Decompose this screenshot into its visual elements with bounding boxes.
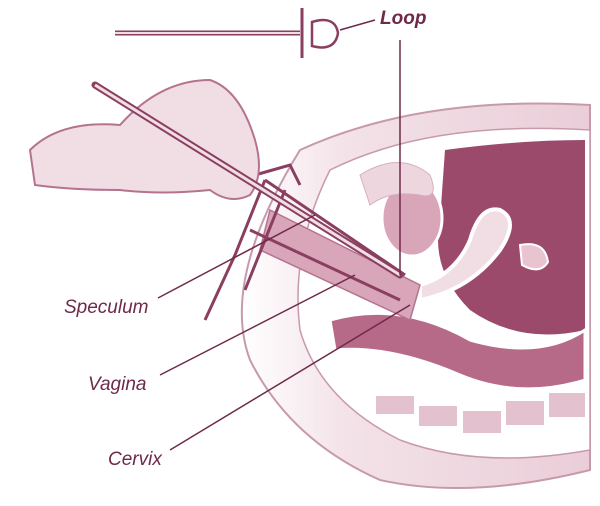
abdominal-cavity [438, 140, 585, 335]
speculum [203, 163, 406, 321]
spine [374, 391, 587, 435]
pubic-bone [359, 162, 434, 206]
gloved-hand [28, 78, 260, 200]
label-vagina: Vagina [88, 374, 146, 395]
loop-tool-detail [115, 8, 340, 58]
label-speculum: Speculum [64, 297, 149, 318]
ovary [518, 243, 550, 271]
rectum [328, 311, 587, 391]
uterus [418, 207, 512, 303]
label-loop: Loop [380, 8, 426, 29]
leader-lines [157, 19, 411, 451]
label-cervix: Cervix [108, 449, 163, 470]
